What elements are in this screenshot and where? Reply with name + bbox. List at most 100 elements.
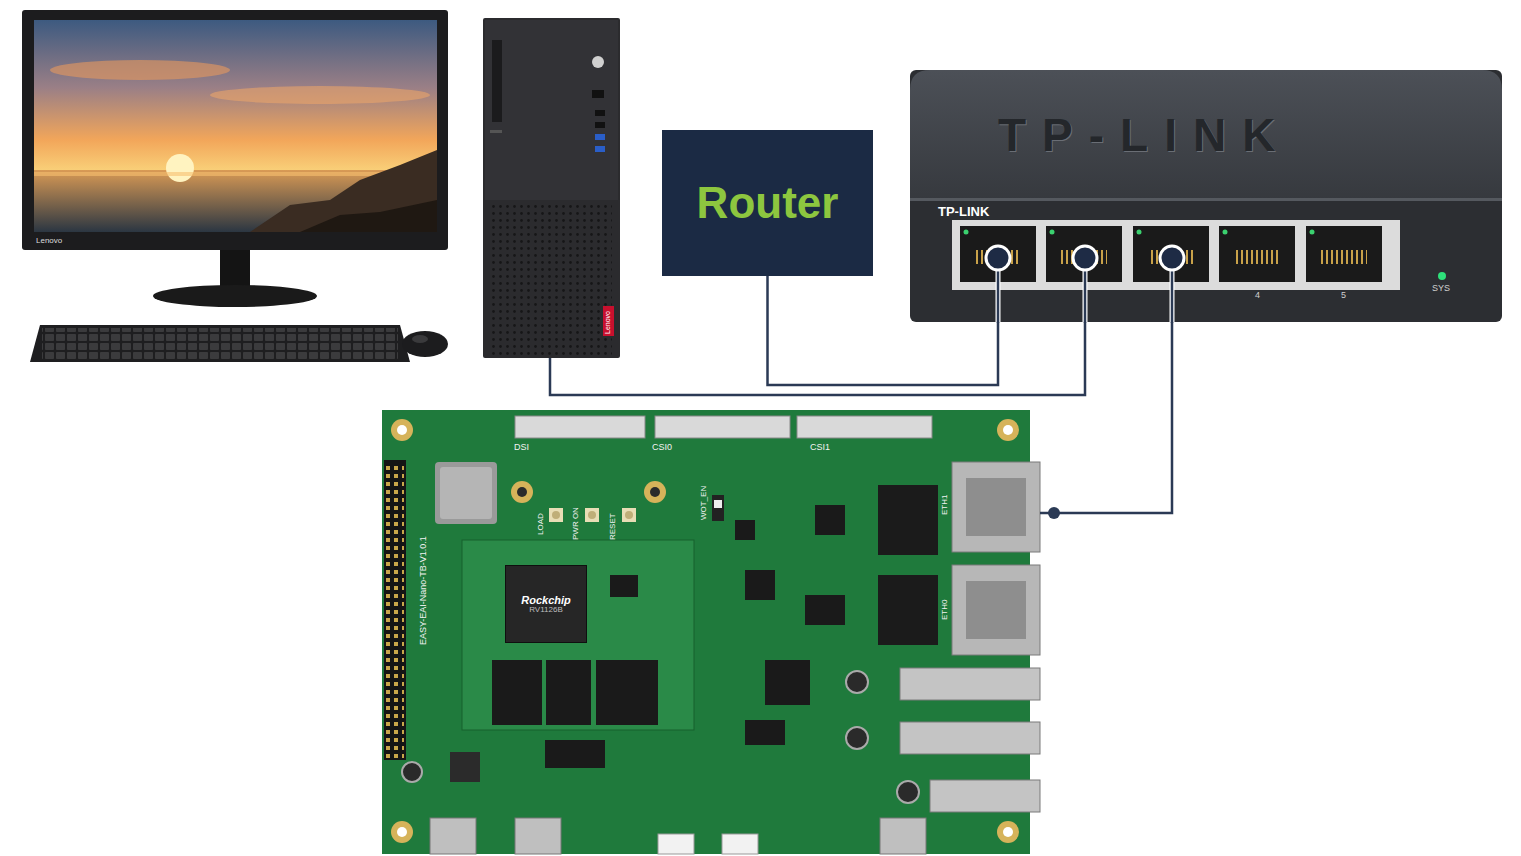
brand-label: TP-LINK: [938, 205, 989, 219]
port-wires: [1160, 246, 1184, 270]
pcb-board: [878, 575, 938, 645]
pcb-board: [515, 416, 645, 438]
keyboard: [42, 328, 398, 359]
pcb-board: [511, 481, 533, 503]
port-number: 4: [1255, 291, 1260, 301]
soc-chip: RockchipRV1126B: [505, 565, 587, 643]
button-label: PWR ON: [572, 507, 581, 540]
cable-end-dot: [1048, 507, 1060, 519]
network-switch-body: [1310, 230, 1315, 235]
network-switch-body: [1306, 226, 1382, 282]
brand-badge: Lenovo: [604, 311, 612, 334]
pcb-board: [805, 595, 845, 625]
connector-label: CSI0: [652, 443, 672, 453]
switch-label: WOT_EN: [700, 486, 709, 520]
pcb-board: [515, 818, 561, 854]
pcb-board: [797, 416, 932, 438]
port-wires: [1073, 246, 1097, 270]
network-switch-body: [910, 198, 1502, 201]
network-switch-body: [1223, 230, 1228, 235]
pc-tower-body: [595, 110, 605, 116]
pcb-board: [545, 740, 605, 768]
connector-label: CSI1: [810, 443, 830, 453]
network-switch-body: [910, 70, 1502, 322]
pcb-board: [846, 727, 868, 749]
pcb-board: [397, 827, 407, 837]
pcb-board: [658, 834, 694, 854]
network-cable: [1040, 322, 1172, 513]
pcb-board: [386, 462, 404, 758]
monitor: [153, 285, 317, 307]
led-label: SYS: [1432, 284, 1450, 294]
pcb-board: [492, 660, 542, 725]
pcb-board: [745, 720, 785, 745]
pcb-board: [765, 660, 810, 705]
pcb-board: [549, 508, 563, 522]
pc-tower-body: [490, 130, 502, 133]
pc-tower-body: [485, 20, 618, 200]
pcb-board: [440, 467, 492, 519]
chip-brand: Rockchip: [521, 594, 571, 606]
pcb-board: [430, 818, 476, 854]
pcb-board: [745, 570, 775, 600]
pc-tower-body: [492, 40, 502, 122]
pcb-board: [966, 478, 1026, 536]
pcb-board: [1003, 425, 1013, 435]
pcb-board: [435, 462, 497, 524]
pcb-board: [384, 460, 406, 760]
keyboard: [30, 325, 410, 362]
pc-tower-body: [490, 205, 612, 355]
monitor: [22, 10, 448, 250]
pcb-board: [900, 722, 1040, 754]
network-cable: [768, 276, 999, 385]
pc-tower-body: [603, 306, 614, 336]
pcb-board: [517, 487, 527, 497]
pcb-board: [391, 419, 413, 441]
connector-label: DSI: [514, 443, 529, 453]
pc-tower-body: [483, 18, 620, 358]
pcb-board: [585, 508, 599, 522]
monitor-brand: Lenovo: [36, 237, 62, 246]
port-number: 5: [1341, 291, 1346, 301]
pcb-board: [846, 671, 868, 693]
button-label: RESET: [609, 513, 618, 540]
port-wires: [986, 246, 1184, 323]
mouse: [402, 331, 448, 357]
pcb-board: [952, 565, 1040, 655]
pc-tower-body: [592, 90, 604, 98]
pcb-board: [391, 821, 413, 843]
network-switch-body: [964, 230, 969, 235]
keyboard: [30, 325, 410, 362]
pc-tower-body: [595, 122, 605, 128]
pcb-board: [450, 752, 480, 782]
network-switch-body: [952, 220, 1400, 290]
port-label: ETH1: [941, 495, 950, 515]
brand-emboss: TP-LINK: [998, 110, 1291, 161]
pcb-board: [650, 487, 660, 497]
pcb-board: [1003, 827, 1013, 837]
network-switch-body: [1438, 272, 1446, 280]
pcb-board: [644, 481, 666, 503]
pcb-board: [382, 410, 1040, 854]
port-label: ETH0: [941, 600, 950, 620]
monitor: [220, 250, 250, 286]
monitor: [166, 154, 194, 182]
dev-board: DSICSI0CSI1LOADPWR ONRESETWOT_ENEASY-EAI…: [382, 410, 1040, 854]
pc-tower-body: [595, 146, 605, 152]
network-switch-body: [1050, 230, 1055, 235]
pcb-board: [622, 508, 636, 522]
pcb-board: [402, 762, 422, 782]
chip-part-number: RV1126B: [529, 606, 563, 615]
network-switch-body: [1137, 230, 1142, 235]
pcb-board: [930, 780, 1040, 812]
monitor: [250, 150, 437, 232]
pcb-board: [897, 781, 919, 803]
monitor: [50, 60, 230, 80]
pc-tower-body: [483, 18, 620, 358]
pcb-board: [655, 416, 790, 438]
pcb-board: [596, 660, 658, 725]
pc-tower: Lenovo: [483, 18, 620, 358]
